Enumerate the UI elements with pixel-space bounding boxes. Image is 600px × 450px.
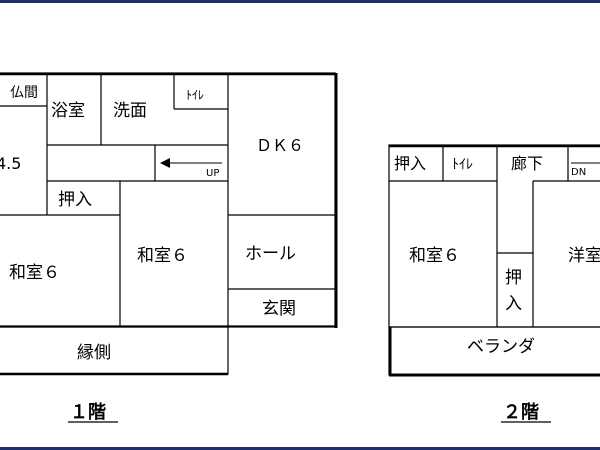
- floor1-label: １階: [70, 402, 106, 423]
- engawa-box: [0, 326, 229, 375]
- room-senmen: 洗面: [113, 101, 147, 121]
- bottom-border-line: [0, 447, 600, 450]
- floor2-label: ２階: [503, 402, 539, 423]
- room-washitsu-45: 4.5: [0, 154, 21, 173]
- room-butsuma: 仏間: [10, 85, 38, 101]
- room-oshiire-1f: 押入: [58, 190, 92, 210]
- stairs-dn-label: DN: [571, 167, 586, 178]
- room-toilet-1f: ﾄｲﾚ: [186, 88, 204, 102]
- room-oshiire-vertical-top: 押: [505, 268, 522, 288]
- room-washitsu6-2f: 和室６: [409, 246, 460, 266]
- room-hall: ホール: [245, 244, 296, 264]
- room-engawa: 縁側: [77, 343, 111, 363]
- room-washitsu6-center: 和室６: [137, 246, 188, 266]
- stairs-up-label: UP: [206, 168, 219, 179]
- stairs-up-arrow: [160, 158, 222, 168]
- room-washitsu6-left: 和室６: [9, 263, 60, 283]
- room-rouka: 廊下: [511, 154, 543, 173]
- room-yoshitsu: 洋室: [568, 246, 600, 266]
- room-dk: ＤＫ６: [256, 136, 304, 155]
- top-border-line: [0, 0, 600, 3]
- room-oshiire-2f: 押入: [394, 154, 426, 173]
- room-toilet-2f: ﾄｲﾚ: [452, 157, 473, 173]
- room-oshiire-vertical-bottom: 入: [505, 294, 522, 314]
- room-yokushitsu: 浴室: [51, 101, 85, 121]
- room-veranda: ベランダ: [467, 337, 535, 357]
- room-genkan: 玄関: [262, 299, 296, 319]
